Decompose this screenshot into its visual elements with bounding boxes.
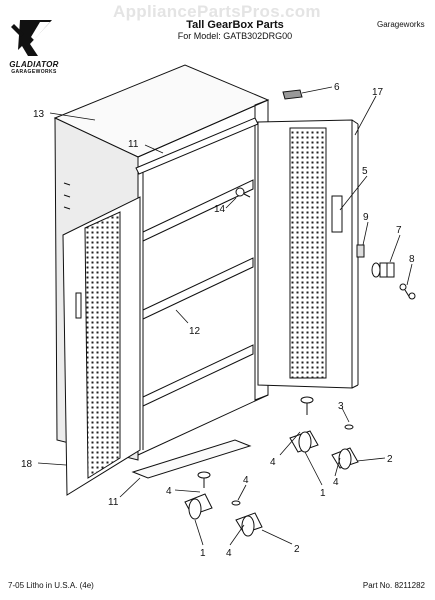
callout-2-right: 2	[387, 454, 393, 465]
callout-4-left-a: 4	[166, 486, 172, 497]
callout-17: 17	[372, 87, 384, 98]
caster-assembly-right	[289, 396, 359, 470]
callout-8: 8	[409, 254, 415, 265]
brand-corner-label: Garageworks	[377, 20, 425, 29]
callout-11-top: 11	[128, 139, 139, 150]
right-door	[257, 119, 359, 389]
callout-11-bottom: 11	[108, 497, 119, 508]
screw-part	[235, 187, 251, 198]
door-badge	[282, 89, 303, 100]
callout-2-left: 2	[294, 544, 300, 555]
watermark-text: AppliancePartsPros.com	[113, 2, 321, 21]
caster-assembly-left	[184, 471, 263, 537]
callout-4-left-c: 4	[226, 548, 232, 559]
callout-4-right-a: 4	[270, 457, 276, 468]
callout-12: 12	[189, 326, 201, 337]
callout-6: 6	[334, 82, 340, 93]
callout-3-right: 3	[338, 401, 344, 412]
callout-numbers: 13 11 6 17 5 14 9 7 8 12 3 4 2 1 4 18 11…	[21, 82, 415, 559]
lock-cylinder-part	[371, 262, 395, 278]
model-number: For Model: GATB302DRG00	[177, 31, 293, 41]
left-door	[62, 196, 141, 496]
logo-subtitle: GARAGEWORKS	[11, 69, 57, 75]
callout-7: 7	[396, 225, 402, 236]
callout-18: 18	[21, 459, 33, 470]
leader-lines	[37, 86, 413, 546]
callout-5: 5	[362, 166, 368, 177]
callout-14: 14	[214, 204, 226, 215]
callout-4-right-b: 4	[333, 477, 339, 488]
callout-13: 13	[33, 109, 45, 120]
footer-part-number: Part No. 8211282	[362, 581, 425, 590]
logo-brand: GLADIATOR	[9, 60, 59, 69]
page-title: Tall GearBox Parts	[186, 19, 284, 31]
callout-9: 9	[363, 212, 369, 223]
gladiator-logo-icon	[11, 20, 52, 56]
callout-4-left-b: 4	[243, 475, 249, 486]
callout-1-left: 1	[200, 548, 206, 559]
footer-print-info: 7-05 Litho in U.S.A. (4e)	[8, 581, 94, 590]
key-part	[399, 283, 416, 300]
latch-part	[356, 244, 365, 258]
callout-1-right: 1	[320, 488, 326, 499]
